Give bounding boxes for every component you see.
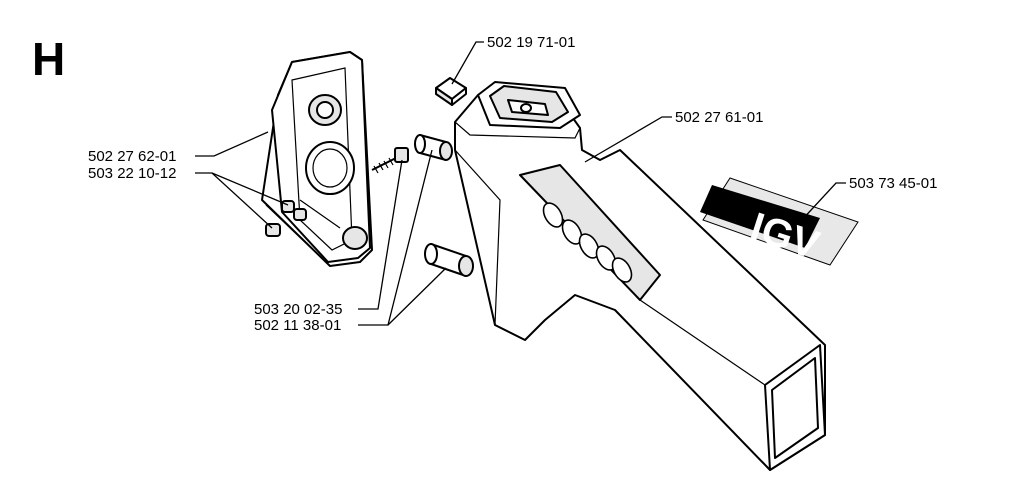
screw bbox=[371, 147, 409, 174]
section-letter: H bbox=[32, 33, 65, 85]
part-label-503-73-45-01: 503 73 45-01 bbox=[849, 175, 937, 192]
pin-lower bbox=[424, 243, 474, 277]
leader-lines bbox=[195, 41, 846, 326]
part-label-503-20-02-35: 503 20 02-35 bbox=[254, 301, 342, 318]
part-label-502-19-71-01: 502 19 71-01 bbox=[487, 34, 575, 51]
handle-housing bbox=[454, 81, 826, 471]
part-label-502-27-62-01: 502 27 62-01 bbox=[88, 148, 176, 165]
part-label-503-22-10-12: 503 22 10-12 bbox=[88, 165, 176, 182]
nut-pair bbox=[265, 200, 307, 237]
pin-upper bbox=[414, 134, 453, 161]
part-label-502-11-38-01: 502 11 38-01 bbox=[254, 317, 341, 334]
square-nut bbox=[435, 77, 467, 106]
part-label-502-27-61-01: 502 27 61-01 bbox=[675, 109, 763, 126]
